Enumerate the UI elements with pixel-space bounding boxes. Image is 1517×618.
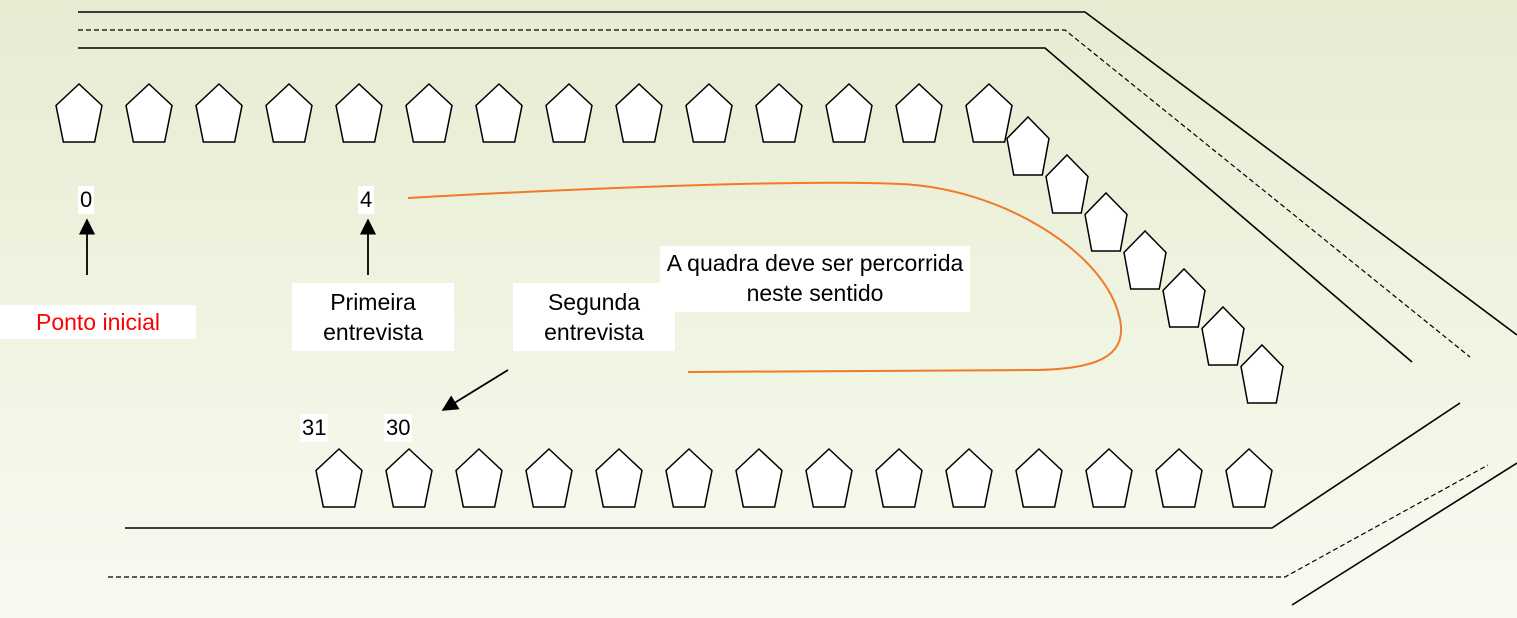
direction-note-label: A quadra deve ser percorrida neste senti… xyxy=(660,246,970,312)
pentagon-house-icon xyxy=(315,447,363,508)
pentagon-house-icon xyxy=(595,447,643,508)
pentagon-house-icon xyxy=(1225,447,1273,508)
pentagon-house-icon xyxy=(55,82,103,143)
inner-street-line-top xyxy=(78,47,1413,363)
outer-street-line-top xyxy=(78,11,1517,336)
second-interview-label: Segunda entrevista xyxy=(513,283,675,351)
pentagon-house-icon xyxy=(895,82,943,143)
pentagon-house-icon xyxy=(875,447,923,508)
pentagon-house-icon xyxy=(1084,191,1128,252)
pentagon-house-icon xyxy=(335,82,383,143)
pentagon-house-icon xyxy=(1006,115,1050,176)
house-number-31: 31 xyxy=(300,414,329,442)
pentagon-house-icon xyxy=(1162,267,1206,328)
center-dashed-line-bottom xyxy=(108,464,1489,578)
pentagon-house-icon xyxy=(755,82,803,143)
street-lines xyxy=(78,11,1517,606)
pentagon-house-icon xyxy=(945,447,993,508)
pentagon-house-icon xyxy=(1155,447,1203,508)
pentagon-house-icon xyxy=(545,82,593,143)
pentagon-house-icon xyxy=(455,447,503,508)
pentagon-house-icon xyxy=(1015,447,1063,508)
houses-diagonal-row xyxy=(1006,115,1284,404)
pentagon-house-icon xyxy=(685,82,733,143)
pentagon-house-icon xyxy=(805,447,853,508)
route-direction-curve xyxy=(407,181,1123,373)
house-number-4: 4 xyxy=(358,186,375,214)
house-number-30: 30 xyxy=(384,414,413,442)
pentagon-house-icon xyxy=(1240,343,1284,404)
pentagon-house-icon xyxy=(825,82,873,143)
pentagon-house-icon xyxy=(525,447,573,508)
outer-street-line-bottom xyxy=(1291,462,1517,606)
pentagon-house-icon xyxy=(195,82,243,143)
pentagon-house-icon xyxy=(1085,447,1133,508)
pentagon-house-icon xyxy=(965,82,1013,143)
pentagon-house-icon xyxy=(1123,229,1167,290)
pentagon-house-icon xyxy=(385,447,433,508)
inner-street-line-bottom xyxy=(125,402,1461,529)
pentagon-house-icon xyxy=(735,447,783,508)
pentagon-house-icon xyxy=(265,82,313,143)
pentagon-house-icon xyxy=(1045,153,1089,214)
pentagon-house-icon xyxy=(405,82,453,143)
house-number-0: 0 xyxy=(78,186,95,214)
pentagon-house-icon xyxy=(125,82,173,143)
second-interview-arrow-icon xyxy=(441,369,509,411)
houses-top-row xyxy=(55,82,1013,143)
pentagon-house-icon xyxy=(1201,305,1245,366)
first-interview-label: Primeira entrevista xyxy=(292,283,454,351)
center-dashed-line-top xyxy=(78,29,1471,358)
pentagon-house-icon xyxy=(665,447,713,508)
start-point-label: Ponto inicial xyxy=(0,305,196,339)
pentagon-house-icon xyxy=(615,82,663,143)
pentagon-house-icon xyxy=(475,82,523,143)
houses-bottom-row xyxy=(315,447,1273,508)
